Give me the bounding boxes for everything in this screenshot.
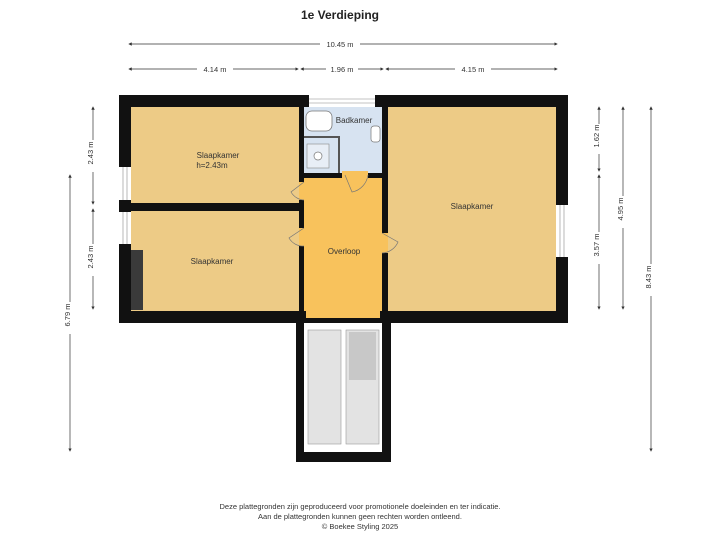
- dimension-width-1: 4.14 m: [128, 63, 299, 75]
- room-landing: [304, 178, 382, 311]
- door-bedroom-3: [381, 232, 399, 254]
- room-label-bathroom: Badkamer: [336, 116, 373, 125]
- door-balcony: [306, 310, 380, 318]
- room-label-bedroom-2: Slaapkamer: [191, 257, 234, 266]
- dim-width-3-label: 4.15 m: [462, 65, 485, 74]
- dimension-right-height-1: 1.62 m: [592, 106, 605, 172]
- room-bedroom-3: [388, 107, 556, 311]
- dim-width-1-label: 4.14 m: [204, 65, 227, 74]
- window-right-bedroom-3: [556, 205, 568, 257]
- dim-right-height-2-label: 3.57 m: [592, 234, 601, 257]
- balcony-glass-left: [307, 329, 342, 445]
- dimension-right-height-2: 3.57 m: [592, 174, 605, 310]
- dim-left-height-1-label: 2.43 m: [86, 142, 95, 165]
- room-bedroom-1: [131, 107, 299, 203]
- window-left-bedroom-2: [119, 212, 131, 244]
- room-bedroom-2: [131, 211, 299, 311]
- door-bedroom-2: [288, 227, 305, 247]
- toilet-icon: [313, 151, 323, 161]
- dimension-width-2: 1.96 m: [300, 63, 384, 75]
- disclaimer-footer: Deze plattegronden zijn geproduceerd voo…: [0, 502, 720, 532]
- dim-total-width-label: 10.45 m: [326, 40, 353, 49]
- bathroom-partition-v: [338, 136, 340, 173]
- sink-icon: [370, 125, 381, 143]
- dim-left-height-2-label: 2.43 m: [86, 246, 95, 269]
- bathroom-partition-h: [304, 136, 339, 138]
- footer-line-1: Deze plattegronden zijn geproduceerd voo…: [219, 502, 501, 511]
- dim-right-height-1-label: 1.62 m: [592, 125, 601, 148]
- dimension-left-total: 6.79 m: [63, 174, 76, 452]
- page-title: 1e Verdieping: [301, 8, 379, 22]
- dimension-width-3: 4.15 m: [385, 63, 558, 75]
- dim-width-2-label: 1.96 m: [331, 65, 354, 74]
- room-label-landing: Overloop: [328, 247, 361, 256]
- room-label-bedroom-1-height: h=2.43m: [196, 161, 228, 170]
- window-left-bedroom-1: [119, 167, 131, 200]
- dimension-left-height-1: 2.43 m: [86, 106, 99, 205]
- balcony-glass-right: [345, 329, 380, 445]
- room-label-bedroom-1: Slaapkamer: [197, 151, 240, 160]
- door-bathroom: [342, 171, 369, 193]
- dimension-right-total: 8.43 m: [644, 106, 657, 452]
- dimension-right-mid: 4.95 m: [616, 106, 629, 310]
- bathtub-icon: [305, 110, 333, 132]
- door-bedroom-1: [290, 181, 305, 201]
- dim-right-total-label: 8.43 m: [644, 266, 653, 289]
- window-top-bathroom: [309, 95, 375, 107]
- dim-left-total-label: 6.79 m: [63, 304, 72, 327]
- room-label-bedroom-3: Slaapkamer: [451, 202, 494, 211]
- dimension-left-height-2: 2.43 m: [86, 208, 99, 310]
- wardrobe-block: [131, 250, 143, 310]
- footer-line-3: © Boekee Styling 2025: [321, 522, 399, 531]
- dim-right-mid-label: 4.95 m: [616, 198, 625, 221]
- dimension-total-width: 10.45 m: [128, 38, 558, 50]
- footer-line-2: Aan de plattegronden kunnen geen rechten…: [258, 512, 462, 521]
